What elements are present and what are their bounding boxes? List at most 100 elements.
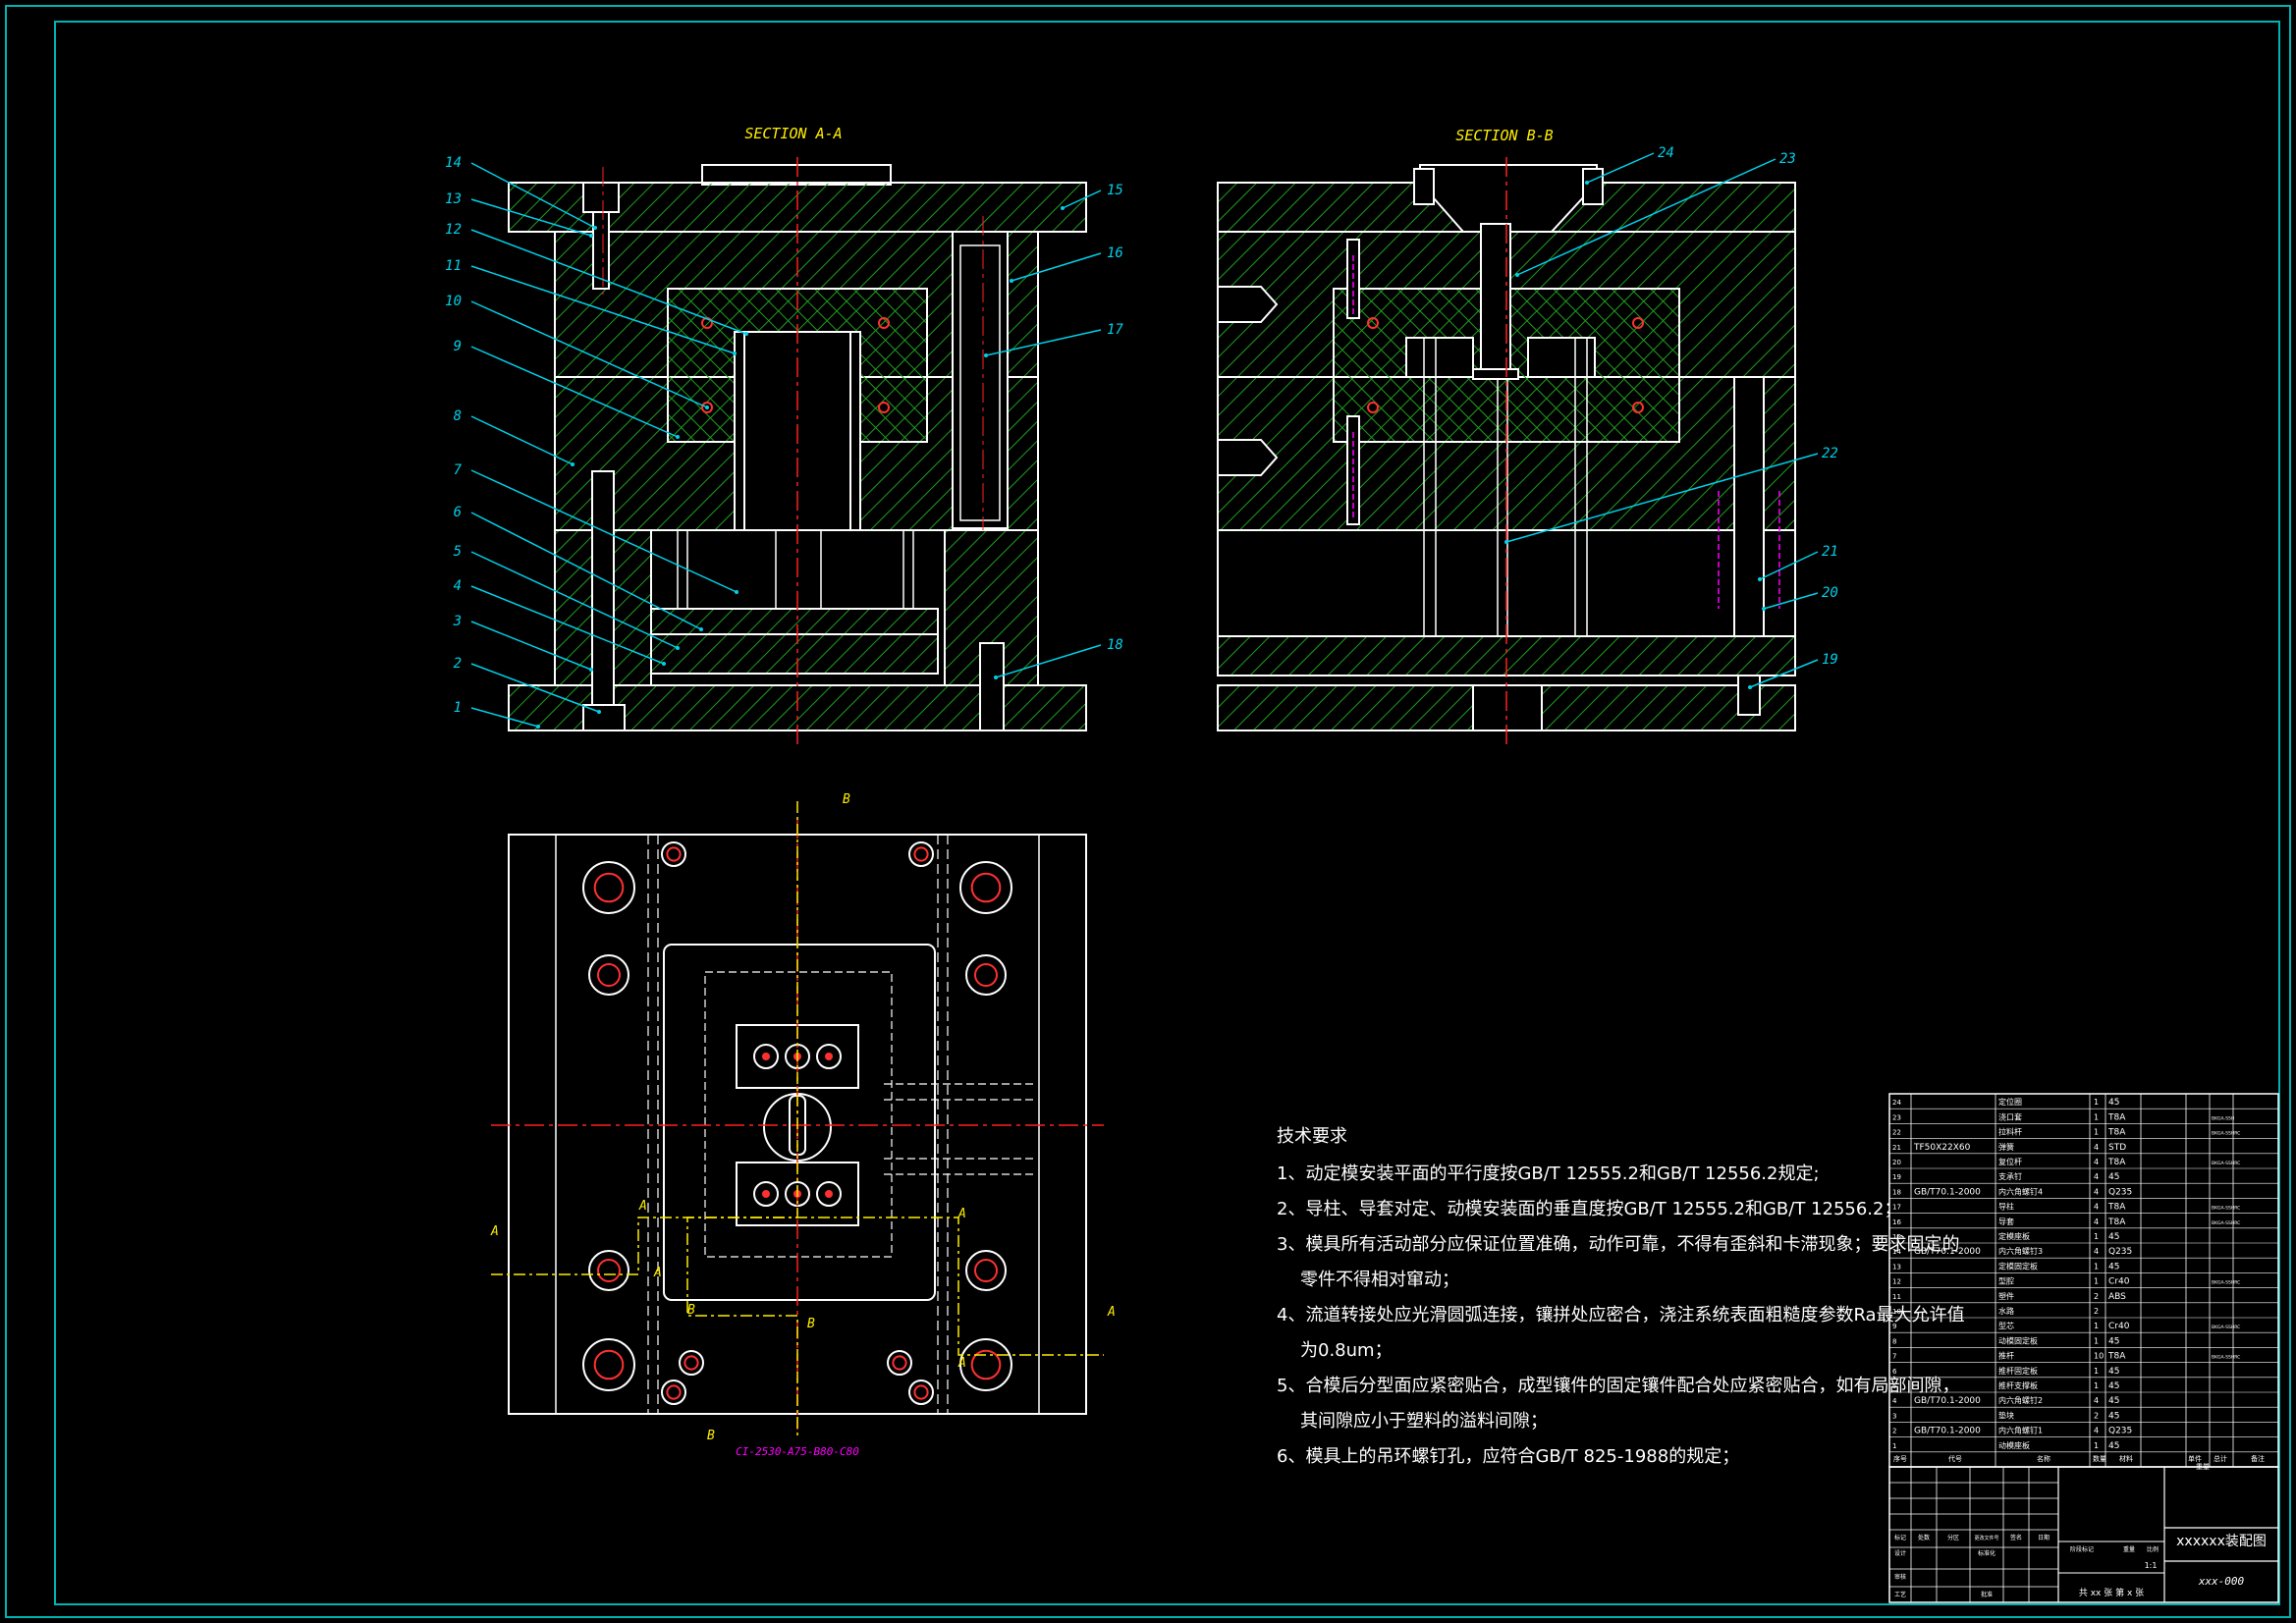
svg-text:BKGA-SSHRC: BKGA-SSHRC (2212, 1220, 2240, 1226)
balloon-7: 7 (454, 462, 738, 594)
svg-text:GB/T70.1-2000: GB/T70.1-2000 (1914, 1247, 1981, 1257)
svg-text:导套: 导套 (1998, 1217, 2014, 1226)
bom-header-cell: 名称 (2037, 1454, 2050, 1463)
svg-text:推杆固定板: 推杆固定板 (1998, 1366, 2038, 1376)
svg-text:TF50X22X60: TF50X22X60 (1913, 1143, 1971, 1153)
ejector-retainer-plate (650, 608, 939, 635)
svg-text:Q235: Q235 (2108, 1187, 2132, 1197)
tb-label-change-doc: 更改文件号 (1974, 1535, 1998, 1542)
balloon-label-16: 16 (1107, 245, 1123, 261)
svg-text:45: 45 (2108, 1367, 2119, 1377)
plan-part-code: CI-2530-A75-B80-C80 (736, 1445, 859, 1458)
drawing-sheets: 共 xx 张 第 x 张 (2079, 1587, 2144, 1598)
svg-text:1: 1 (2094, 1277, 2099, 1286)
tech-note-5b: 其间隙应小于塑料的溢料间隙； (1300, 1411, 1548, 1432)
svg-text:BKGA-SSHRC: BKGA-SSHRC (2212, 1325, 2240, 1330)
balloon-label-1: 1 (454, 700, 462, 716)
svg-text:GB/T70.1-2000: GB/T70.1-2000 (1914, 1427, 1981, 1436)
balloon-label-24: 24 (1658, 145, 1674, 161)
balloon-15: 15 (1061, 183, 1123, 210)
svg-text:GB/T70.1-2000: GB/T70.1-2000 (1914, 1396, 1981, 1406)
svg-text:45: 45 (2108, 1172, 2119, 1182)
balloon-label-9: 9 (454, 339, 462, 354)
section-mark-A: A (638, 1199, 647, 1214)
tb-label-standard: 标准化 (1978, 1549, 1995, 1557)
svg-text:支承钉: 支承钉 (1998, 1171, 2022, 1181)
balloon-20: 20 (1762, 585, 1838, 611)
tech-note-2: 2、导柱、导套对定、动模安装面的垂直度按GB/T 12555.2和GB/T 12… (1277, 1199, 1902, 1219)
ejector-plate (650, 633, 939, 675)
guide-pillar (952, 231, 1009, 529)
balloon-18: 18 (994, 637, 1123, 679)
svg-text:1: 1 (2094, 1336, 2099, 1345)
plan-bolt-hole (965, 954, 1007, 996)
bom-header-cell: 代号 (1948, 1454, 1962, 1463)
tb-label-design: 设计 (1894, 1549, 1906, 1557)
plan-bolt-hole (959, 1338, 1012, 1391)
svg-text:4: 4 (2094, 1396, 2099, 1405)
balloon-9: 9 (454, 339, 680, 439)
bom-header-cell: 数量 (2093, 1454, 2106, 1463)
plan-bolt-hole (679, 1350, 704, 1376)
balloon-label-22: 22 (1822, 446, 1838, 461)
svg-text:4: 4 (2094, 1143, 2099, 1152)
balloon-label-11: 11 (445, 258, 462, 274)
svg-text:45: 45 (2108, 1098, 2119, 1108)
drawing-name: xxxxxx装配图 (2176, 1534, 2267, 1549)
svg-text:1: 1 (2094, 1322, 2099, 1330)
section-mark-B: B (687, 1303, 695, 1318)
section-mark-B: B (843, 792, 850, 807)
tech-note-3: 3、模具所有活动部分应保证位置准确，动作可靠，不得有歪斜和卡滞现象；要求固定的 (1277, 1234, 1960, 1255)
balloon-8: 8 (454, 408, 574, 466)
svg-text:T8A: T8A (2107, 1217, 2126, 1227)
tech-note-4: 4、流道转接处应光滑圆弧连接，镶拼处应密合，浇注系统表面粗糙度参数Ra最大允许值 (1277, 1305, 1965, 1325)
svg-text:23: 23 (1892, 1113, 1901, 1121)
plan-bolt-hole (959, 861, 1012, 914)
balloon-label-17: 17 (1107, 322, 1123, 338)
section-b-b-view: SECTION B-B (1217, 127, 1796, 748)
svg-text:3: 3 (1892, 1412, 1896, 1420)
svg-text:2: 2 (1892, 1428, 1896, 1435)
balloon-label-2: 2 (454, 656, 462, 672)
svg-text:1: 1 (1892, 1442, 1896, 1450)
balloon-6: 6 (454, 505, 703, 631)
svg-text:定模固定板: 定模固定板 (1998, 1261, 2038, 1271)
balloon-5: 5 (454, 544, 680, 650)
balloon-4: 4 (454, 578, 666, 666)
svg-text:内六角螺钉3: 内六角螺钉3 (1998, 1246, 2043, 1256)
svg-text:2: 2 (2094, 1292, 2099, 1301)
balloon-label-12: 12 (445, 222, 462, 238)
balloon-label-15: 15 (1107, 183, 1123, 198)
section-a-title: SECTION A-A (744, 125, 842, 142)
svg-text:13: 13 (1892, 1263, 1901, 1271)
balloon-13: 13 (445, 191, 593, 238)
svg-text:4: 4 (2094, 1203, 2099, 1212)
svg-text:T8A: T8A (2107, 1158, 2126, 1167)
svg-text:4: 4 (2094, 1158, 2099, 1166)
svg-text:动模固定板: 动模固定板 (1998, 1335, 2038, 1345)
svg-text:BKGA-SSHRC: BKGA-SSHRC (2212, 1206, 2240, 1212)
svg-text:4: 4 (2094, 1247, 2099, 1256)
svg-text:5: 5 (1892, 1382, 1896, 1390)
tb-label-stage: 阶段标记 (2070, 1545, 2094, 1553)
bom-header-cell: 序号 (1893, 1454, 1907, 1463)
svg-text:20: 20 (1892, 1159, 1901, 1166)
balloon-label-8: 8 (454, 408, 462, 424)
tech-note-4b: 为0.8um； (1300, 1340, 1393, 1361)
svg-text:浇口套: 浇口套 (1998, 1111, 2022, 1121)
balloon-label-18: 18 (1107, 637, 1123, 653)
balloon-17: 17 (984, 322, 1123, 357)
tb-label-date: 日期 (2038, 1534, 2050, 1542)
svg-text:内六角螺钉2: 内六角螺钉2 (1998, 1395, 2043, 1405)
svg-text:1: 1 (2094, 1367, 2099, 1376)
balloon-label-6: 6 (454, 505, 462, 520)
svg-text:内六角螺钉4: 内六角螺钉4 (1998, 1186, 2043, 1196)
